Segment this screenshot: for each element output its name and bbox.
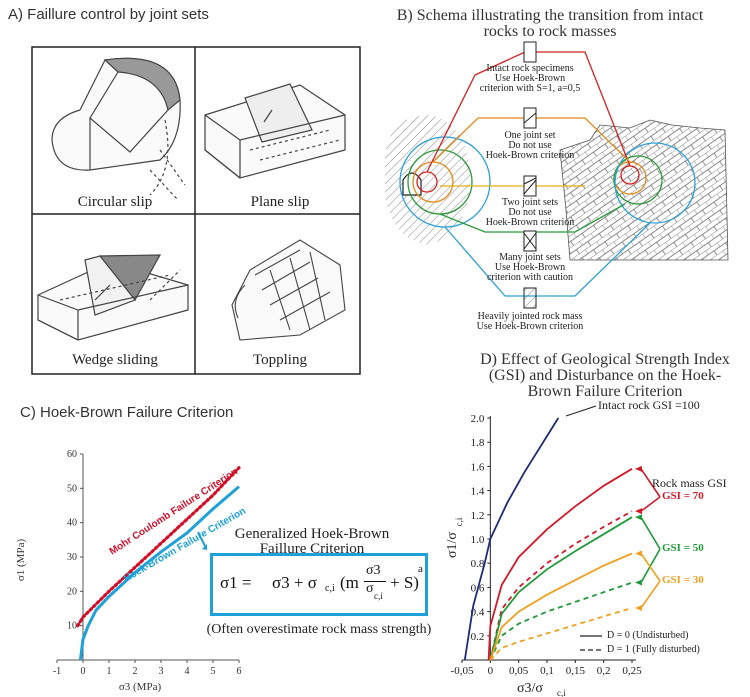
- d-bracket-head-bot-1: [635, 579, 642, 586]
- c-y-tick-label: 30: [67, 552, 77, 563]
- panel-d-title-line3: Brown Failure Criterion: [527, 383, 683, 400]
- panel-d-title: D) Effect of Geological Strength Index (…: [470, 352, 740, 400]
- d-bracket-head-top-2: [635, 550, 642, 557]
- plane-slip-illustration: [204, 83, 346, 179]
- d-x-tick-label: 0,2: [597, 665, 611, 677]
- label-toppling: Toppling: [253, 352, 307, 368]
- wedge-sliding-illustration: [37, 254, 189, 341]
- d-y-tick-label: 2.0: [471, 413, 485, 425]
- intact-label: Intact rock GSI =100: [598, 398, 700, 412]
- d-x-tick-label: 0: [488, 665, 494, 677]
- label-plane-slip: Plane slip: [250, 194, 310, 210]
- d-x-tick-label: 0,05: [509, 665, 529, 677]
- c-y-tick-label: 40: [67, 518, 77, 529]
- c-y-tick-label: 50: [67, 483, 77, 494]
- circular-slip-illustration: [51, 57, 186, 201]
- d-xlabel-sub: c,i: [557, 688, 566, 697]
- d-bracket-1: [640, 516, 661, 583]
- c-xlabel: σ3 (MPa): [119, 681, 162, 693]
- c-y-tick-label: 10: [67, 621, 77, 632]
- gsi50-label: GSI = 50: [662, 542, 704, 554]
- d-y-tick-label: 1.8: [471, 437, 485, 449]
- d-bracket-2: [640, 553, 661, 609]
- c-x-tick-label: 2: [133, 666, 138, 677]
- formula-note: (Often overestimate rock mass strength): [206, 622, 432, 637]
- panel-b-title: B) Schema illustrating the transition fr…: [380, 8, 720, 40]
- toppling-illustration: [231, 239, 346, 341]
- c-x-tick-label: 5: [211, 666, 216, 677]
- panel-c-title: C) Hoek-Brown Failure Criterion: [20, 404, 234, 421]
- c-arrow-head: [202, 544, 207, 550]
- gsi70-label: GSI = 70: [662, 490, 704, 502]
- panel-b-title-line2: rocks to rock masses: [483, 23, 617, 40]
- d-y-tick-label: 1.4: [471, 486, 485, 498]
- formula-box: [210, 553, 428, 616]
- c-series-hb: [78, 485, 240, 661]
- c-x-tick-label: 3: [159, 666, 164, 677]
- c-x-tick-label: 4: [185, 666, 190, 677]
- legend-solid-label: D = 0 (Undisturbed): [607, 630, 689, 641]
- d-x-tick-label: -0,05: [451, 665, 474, 677]
- specimen-heavily-jointed-icon: [523, 287, 537, 309]
- panel-b-title-line1: B) Schema illustrating the transition fr…: [396, 7, 704, 24]
- d-y-tick-label: 1.2: [471, 510, 485, 522]
- c-arrow: [197, 531, 207, 549]
- d-series-1: [487, 468, 633, 661]
- c-ylabel: σ1 (MPa): [15, 539, 27, 582]
- d-ylabel: σ1/σ: [445, 532, 460, 558]
- d-intact-arrow: [565, 405, 597, 417]
- d-y-tick-label: 0.4: [471, 607, 485, 619]
- d-series-5: [489, 552, 633, 661]
- panel-a-title: A) Faillure control by joint sets: [8, 6, 209, 23]
- d-y-tick-label: 1.0: [471, 534, 485, 546]
- d-y-tick-label: 0.2: [471, 631, 485, 643]
- d-y-tick-label: 0.8: [471, 558, 485, 570]
- c-x-tick-label: -1: [53, 666, 61, 677]
- d-bracket-head-bot-2: [635, 604, 642, 611]
- d-x-tick-label: 0,15: [566, 665, 586, 677]
- legend-dashed-label: D = 1 (Fully disturbed): [607, 644, 700, 655]
- c-y-tick-label: 20: [67, 586, 77, 597]
- d-series-0: [463, 417, 560, 661]
- d-x-tick-label: 0,25: [622, 665, 642, 677]
- d-series-6: [489, 607, 633, 661]
- d-bracket-head-top-1: [635, 514, 642, 521]
- label-wedge-sliding: Wedge sliding: [72, 352, 158, 368]
- d-xlabel: σ3/σ: [517, 681, 543, 696]
- d-series-2: [489, 510, 633, 661]
- c-x-tick-label: 1: [107, 666, 112, 677]
- c-x-tick-label: 6: [237, 666, 242, 677]
- panel-d-title-line1: D) Effect of Geological Strength Index: [480, 351, 730, 368]
- d-y-tick-label: 1.6: [471, 461, 485, 473]
- formula: σ1 = σ3 + σ c,i (m σ3 σ c,i + S) a: [220, 563, 423, 601]
- c-series-mohr: [76, 466, 241, 628]
- gsi30-label: GSI = 30: [662, 574, 704, 586]
- panel-d-title-line2: (GSI) and Disturbance on the Hoek-: [488, 367, 722, 384]
- d-series-4: [489, 581, 633, 661]
- rockmass-label: Rock mass GSI: [652, 476, 727, 490]
- label-circular-slip: Circular slip: [77, 194, 153, 210]
- d-series-3: [489, 516, 633, 661]
- d-bracket-head-bot-0: [635, 508, 642, 515]
- d-bracket-head-top-0: [635, 465, 642, 472]
- specimen-intact-icon: [523, 41, 537, 63]
- c-x-tick-label: 0: [81, 666, 86, 677]
- d-x-tick-label: 0,1: [540, 665, 554, 677]
- d-bracket-0: [640, 468, 661, 512]
- c-y-tick-label: 60: [67, 449, 77, 460]
- d-ylabel-sub: c,i: [454, 517, 464, 526]
